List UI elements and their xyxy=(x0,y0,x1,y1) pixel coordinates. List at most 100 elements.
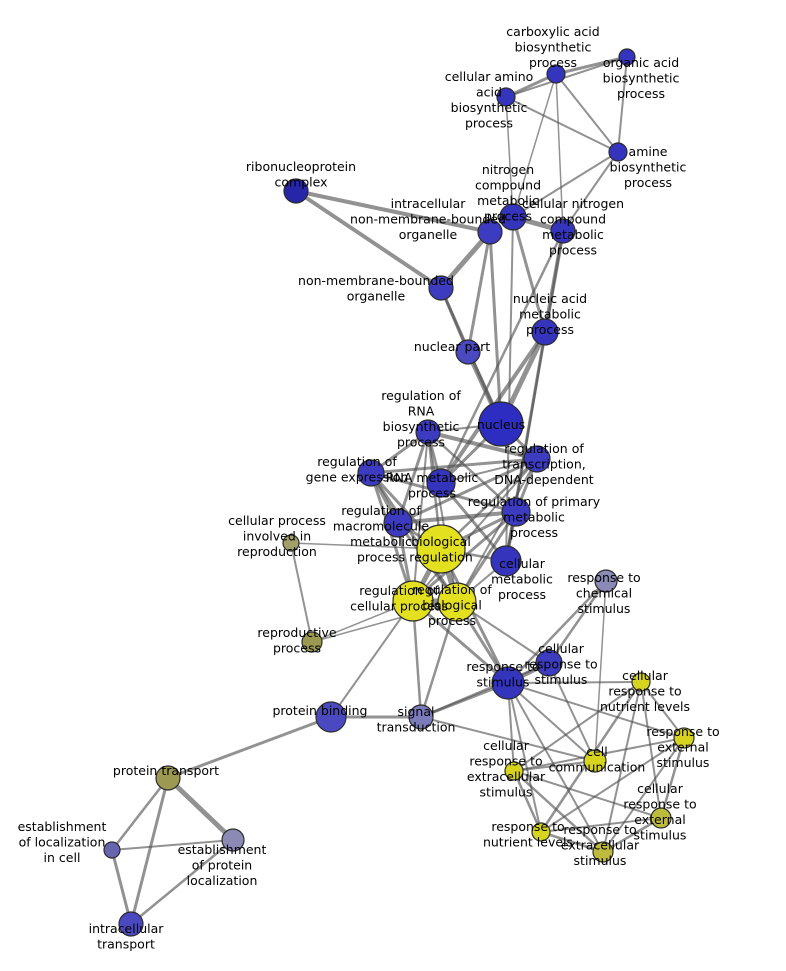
edge-biological-regulation--response-stimulus xyxy=(439,547,510,685)
node-reg-transcription[interactable] xyxy=(523,445,551,473)
node-organic-acid[interactable] xyxy=(618,48,636,66)
edge-cell-communication--signal-transduction xyxy=(420,716,596,762)
node-nitrogen-compound[interactable] xyxy=(499,203,527,231)
node-reg-macromolecule[interactable] xyxy=(383,508,413,538)
node-nucleus[interactable] xyxy=(478,401,524,447)
node-reg-gene-expression[interactable] xyxy=(357,459,385,487)
node-protein-binding[interactable] xyxy=(315,701,347,733)
node-cell-communication[interactable] xyxy=(583,749,607,773)
node-cellular-response-extracellular[interactable] xyxy=(504,761,524,781)
edge-response-external--cellular-response-external xyxy=(659,736,686,820)
edge-response-external--response-extracellular xyxy=(602,737,685,853)
edge-reg-transcription--reg-macromolecule xyxy=(396,457,539,525)
edge-response-nutrient-levels--response-extracellular xyxy=(539,830,605,854)
node-reg-cellular[interactable] xyxy=(392,580,434,622)
node-cellular-amino[interactable] xyxy=(496,87,516,107)
node-label-nucleus: nucleus xyxy=(477,417,525,432)
node-ribonucleoprotein[interactable] xyxy=(283,178,309,204)
node-protein-transport[interactable] xyxy=(155,765,181,791)
edge-cellular-response-extracellular--cellular-response-external xyxy=(513,770,662,819)
edge-protein-transport--estab-localization-in-cell xyxy=(110,776,170,852)
edge-reg-rna-biosynthetic--reg-transcription xyxy=(426,430,539,461)
edge-cellular-response-nutrient--cellular-response-external xyxy=(640,681,662,819)
node-response-external[interactable] xyxy=(673,727,695,749)
node-cellular-response-stimulus[interactable] xyxy=(535,649,563,677)
edge-reg-transcription--rna-metabolic xyxy=(440,458,538,484)
edge-reg-primary--reg-cellular xyxy=(411,510,518,603)
edge-cellular-response-extracellular--cell-communication xyxy=(513,760,596,772)
edge-cellular-response-nutrient--cellular-response-extracellular xyxy=(513,681,642,772)
edge-estab-protein-localization--intracellular-transport xyxy=(129,838,235,926)
edge-response-stimulus--cell-communication xyxy=(507,682,596,762)
edge-response-chemical--cell-communication xyxy=(594,580,607,762)
edge-response-chemical--response-stimulus xyxy=(506,579,608,685)
node-label-nuclear-part: nuclear part xyxy=(414,339,490,354)
node-cellular-response-external[interactable] xyxy=(650,807,672,829)
edge-organic-acid--amine xyxy=(617,56,628,153)
edge-amine--nitrogen-compound xyxy=(512,151,619,218)
edge-cellular-response-extracellular--response-nutrient-levels xyxy=(512,769,543,834)
node-intracellular-transport[interactable] xyxy=(118,911,144,937)
edge-protein-transport--estab-protein-localization xyxy=(165,775,236,843)
edge-carboxylic--cellular-nitrogen xyxy=(555,73,564,232)
edge-reg-cellular--response-stimulus xyxy=(411,599,510,685)
node-nuclear-part[interactable] xyxy=(455,339,481,365)
node-cellular-response-nutrient[interactable] xyxy=(631,672,651,692)
node-estab-protein-localization[interactable] xyxy=(221,828,245,852)
node-response-chemical[interactable] xyxy=(594,569,618,593)
edge-reg-transcription--reg-cellular xyxy=(412,458,538,602)
node-estab-localization-in-cell[interactable] xyxy=(103,841,121,859)
node-response-extracellular[interactable] xyxy=(592,841,614,863)
edge-carboxylic--nitrogen-compound xyxy=(512,73,557,218)
node-response-stimulus[interactable] xyxy=(491,666,525,700)
node-cellular-metabolic[interactable] xyxy=(490,545,522,577)
edge-response-stimulus--response-extracellular xyxy=(507,682,604,853)
node-response-nutrient-levels[interactable] xyxy=(531,822,551,842)
edge-reg-gene-expression--reg-cellular xyxy=(369,471,415,603)
node-signal-transduction[interactable] xyxy=(408,704,434,730)
node-carboxylic[interactable] xyxy=(546,64,566,84)
edge-amine--cellular-nitrogen xyxy=(562,151,619,232)
node-rna-metabolic[interactable] xyxy=(426,468,456,498)
node-amine[interactable] xyxy=(608,142,628,162)
node-biological-regulation[interactable] xyxy=(416,524,466,574)
edge-cellular-amino--organic-acid xyxy=(505,56,628,98)
edge-response-stimulus--response-external xyxy=(507,682,685,739)
edge-ribonucleoprotein--intracellular-nmb-organelle xyxy=(294,189,492,234)
node-reg-biological[interactable] xyxy=(437,582,477,622)
node-intracellular-nmb-organelle[interactable] xyxy=(477,219,503,245)
node-nmb-organelle[interactable] xyxy=(428,275,454,301)
node-reg-primary[interactable] xyxy=(501,497,531,527)
node-cellular-nitrogen[interactable] xyxy=(550,218,576,244)
node-cellular-process-reproduction[interactable] xyxy=(282,534,300,552)
node-reproductive-process[interactable] xyxy=(301,631,323,653)
edge-reg-rna-biosynthetic--reg-cellular xyxy=(412,431,429,602)
edge-response-chemical--cellular-response-stimulus xyxy=(547,579,608,665)
node-nucleic-acid[interactable] xyxy=(531,318,559,346)
node-reg-rna-biosynthetic[interactable] xyxy=(415,419,441,445)
